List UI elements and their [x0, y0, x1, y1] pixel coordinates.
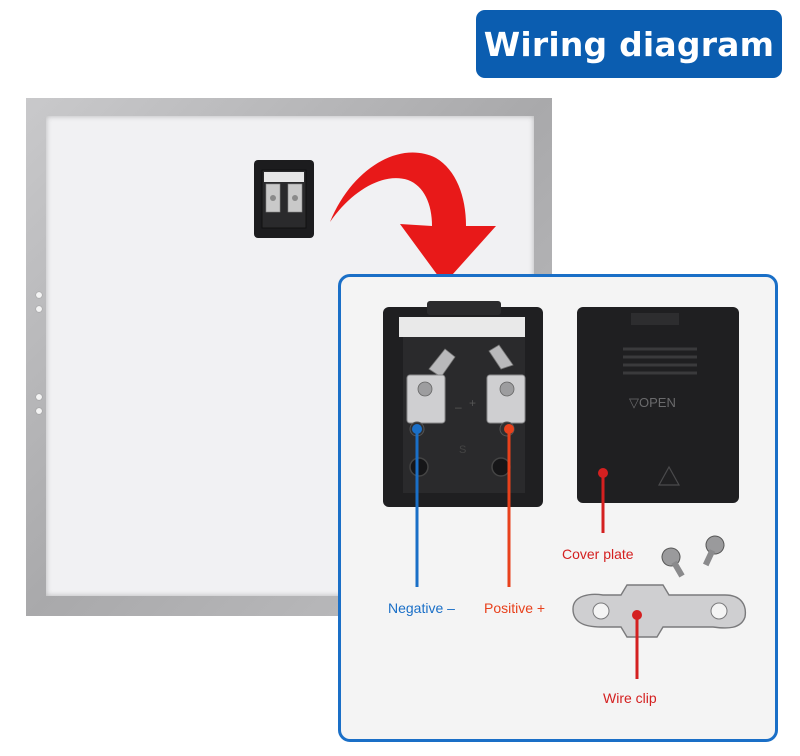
positive-terminal — [486, 344, 526, 437]
negative-terminal — [406, 348, 456, 437]
frame-hole — [36, 408, 42, 414]
wire-clip — [572, 584, 747, 638]
open-junction-box: – + S — [383, 301, 543, 507]
negative-callout — [412, 424, 422, 587]
wire-clip-label: Wire clip — [603, 690, 657, 706]
detail-panel: – + S ▽OPEN — [338, 274, 778, 742]
screw-icon — [661, 547, 685, 578]
frame-hole — [36, 394, 42, 400]
title-badge: Wiring diagram — [476, 10, 782, 78]
box-s-mark: S — [459, 444, 466, 456]
positive-label: Positive + — [484, 600, 546, 616]
box-plus-mark: + — [469, 396, 476, 410]
frame-hole — [36, 306, 42, 312]
junction-box-thumbnail-art — [261, 169, 307, 229]
frame-hole — [36, 292, 42, 298]
detail-illustration: – + S ▽OPEN — [383, 301, 747, 679]
cover-plate-label: Cover plate — [562, 546, 634, 562]
box-minus-mark: – — [455, 400, 462, 414]
diagram-title: Wiring diagram — [483, 24, 775, 64]
cover-open-mark: ▽OPEN — [629, 395, 676, 410]
cover-plate: ▽OPEN — [577, 307, 739, 503]
wire-clip-callout — [632, 610, 642, 679]
positive-callout — [504, 424, 514, 587]
negative-label: Negative – — [388, 600, 455, 616]
junction-box-thumbnail — [254, 160, 314, 238]
cover-plate-callout — [598, 468, 608, 533]
screw-icon — [702, 535, 725, 567]
